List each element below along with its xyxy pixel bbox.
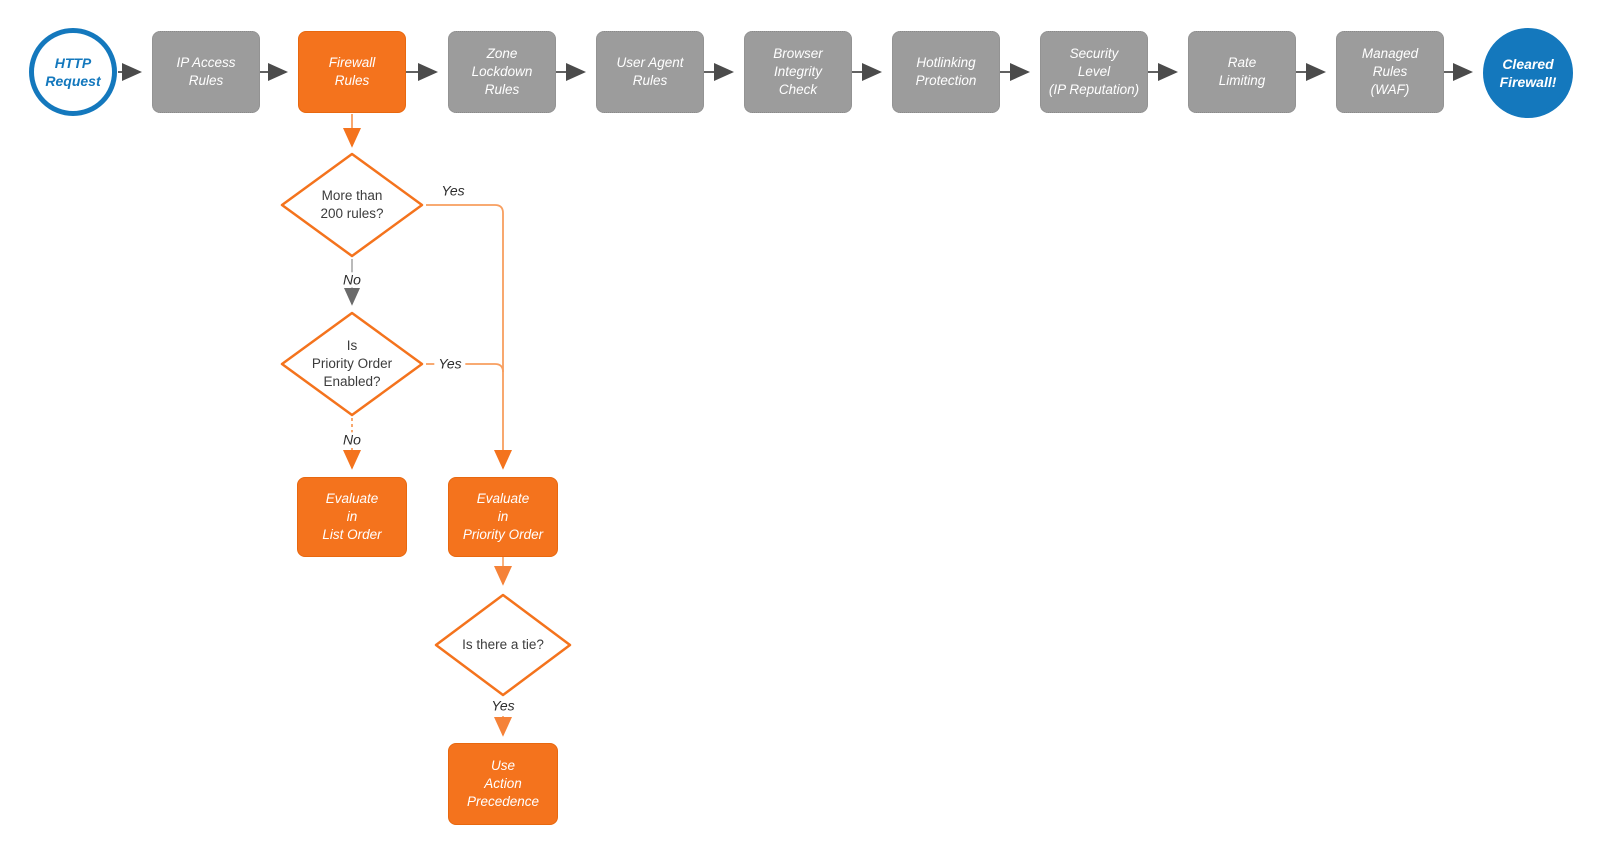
node-rate-limiting-label: Rate Limiting: [1218, 55, 1266, 88]
node-hotlinking-protection: Hotlinking Protection: [892, 31, 1000, 113]
decision-priority-order-enabled: Is Priority Order Enabled?: [280, 311, 424, 417]
node-hotlinking-protection-label: Hotlinking Protection: [915, 55, 977, 88]
node-managed-rules-waf-label: Managed Rules (WAF): [1361, 46, 1419, 97]
edge-label-decision2-no: No: [339, 431, 365, 448]
node-cleared-firewall: Cleared Firewall!: [1483, 28, 1573, 118]
node-http-request-label: HTTP Request: [45, 54, 101, 89]
node-ip-access-rules: IP Access Rules: [152, 31, 260, 113]
decision-3-label: Is there a tie?: [462, 636, 544, 652]
node-security-level: Security Level (IP Reputation): [1040, 31, 1148, 113]
node-user-agent-rules-label: User Agent Rules: [616, 55, 684, 88]
action-evaluate-in-priority-order: Evaluate in Priority Order: [448, 477, 558, 557]
edge-label-decision3-yes: Yes: [487, 697, 519, 714]
action-evaluate-in-list-order-label: Evaluate in List Order: [322, 491, 382, 542]
edge-label-decision1-yes: Yes: [437, 182, 469, 199]
decision-2-shape: [280, 311, 424, 417]
node-http-request: HTTP Request: [29, 28, 117, 116]
edge-label-decision1-no: No: [339, 271, 365, 288]
decision-1-label: More than 200 rules?: [320, 187, 384, 221]
node-browser-integrity-check-label: Browser Integrity Check: [773, 46, 823, 97]
decision-1-shape: [280, 152, 424, 258]
node-rate-limiting: Rate Limiting: [1188, 31, 1296, 113]
node-firewall-rules-label: Firewall Rules: [328, 55, 376, 88]
decision-more-than-200-rules: More than 200 rules?: [280, 152, 424, 258]
action-use-action-precedence: Use Action Precedence: [448, 743, 558, 825]
node-zone-lockdown-rules: Zone Lockdown Rules: [448, 31, 556, 113]
action-use-action-precedence-label: Use Action Precedence: [466, 758, 540, 809]
decision-3-shape: [434, 593, 572, 697]
node-firewall-rules: Firewall Rules: [298, 31, 406, 113]
node-ip-access-rules-label: IP Access Rules: [176, 55, 236, 88]
node-zone-lockdown-rules-label: Zone Lockdown Rules: [471, 46, 533, 97]
node-browser-integrity-check: Browser Integrity Check: [744, 31, 852, 113]
decision-2-label: Is Priority Order Enabled?: [311, 337, 393, 390]
action-evaluate-in-list-order: Evaluate in List Order: [297, 477, 407, 557]
node-user-agent-rules: User Agent Rules: [596, 31, 704, 113]
edge-label-decision2-yes: Yes: [434, 355, 466, 372]
node-security-level-label: Security Level (IP Reputation): [1048, 46, 1140, 97]
decision-is-there-a-tie: Is there a tie?: [434, 593, 572, 697]
action-evaluate-in-priority-order-label: Evaluate in Priority Order: [462, 491, 544, 542]
node-cleared-firewall-label: Cleared Firewall!: [1499, 55, 1557, 90]
node-managed-rules-waf: Managed Rules (WAF): [1336, 31, 1444, 113]
connector-decision1-yes-to-priority-order: [426, 204, 512, 470]
